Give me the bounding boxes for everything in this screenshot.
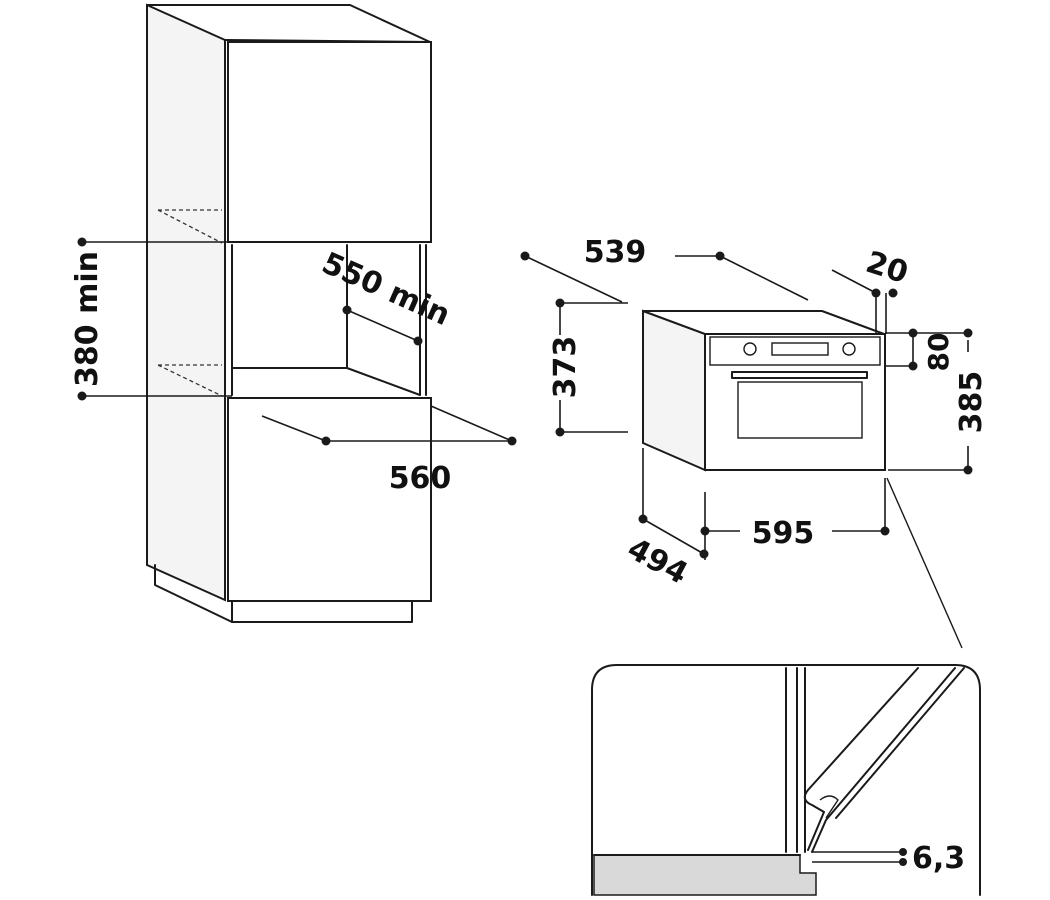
label-494: 494 [622,531,694,591]
detail-cabinet-panel [785,667,806,853]
right-knob-icon [842,342,856,356]
dimension-494: 494 [622,448,709,592]
dimension-385: 385 [888,340,989,475]
label-6-3: 6,3 [912,841,965,876]
dimension-20: 20 [831,245,913,334]
detail-frame [591,664,981,896]
detail-oven-door [803,667,965,853]
oven-window [737,381,863,439]
lower-shelf-hidden-lines [157,364,223,397]
cabinet-lower-door [227,397,432,602]
label-80: 80 [922,333,955,372]
dimension-380-min: 380 min [70,237,232,401]
detail-floor [593,854,817,896]
oven-drawing: 539 20 80 373 [520,235,989,649]
dimension-550-min: 550 min [317,246,455,346]
dimension-560: 560 [261,405,517,496]
detail-leader-line [886,477,963,649]
oven-control-panel [709,336,881,366]
label-550-min: 550 min [317,246,455,333]
oven-body-side [642,309,706,472]
cabinet-opening-floor [231,367,421,396]
oven-door-handle [731,371,868,379]
label-539: 539 [584,235,647,270]
label-373: 373 [548,336,583,399]
cabinet-upper-door [227,41,432,243]
label-385: 385 [954,371,989,434]
dimension-80: 80 [885,328,973,372]
detail-door-seal [819,795,839,819]
label-560: 560 [389,461,452,496]
left-knob-icon [743,342,757,356]
detail-callout: 6,3 [591,664,981,896]
oven-front-panel [704,333,886,471]
cabinet-side-panel [146,3,226,602]
label-380-min: 380 min [70,251,105,387]
label-595: 595 [752,516,815,551]
oven-display [771,342,829,356]
dimension-539: 539 [520,235,809,303]
dimension-595: 595 [700,478,890,560]
dimension-373: 373 [548,298,628,437]
label-20: 20 [862,245,913,291]
upper-shelf-hidden-lines [157,209,223,244]
cabinet-drawing: 380 min 550 min 560 [70,3,517,623]
